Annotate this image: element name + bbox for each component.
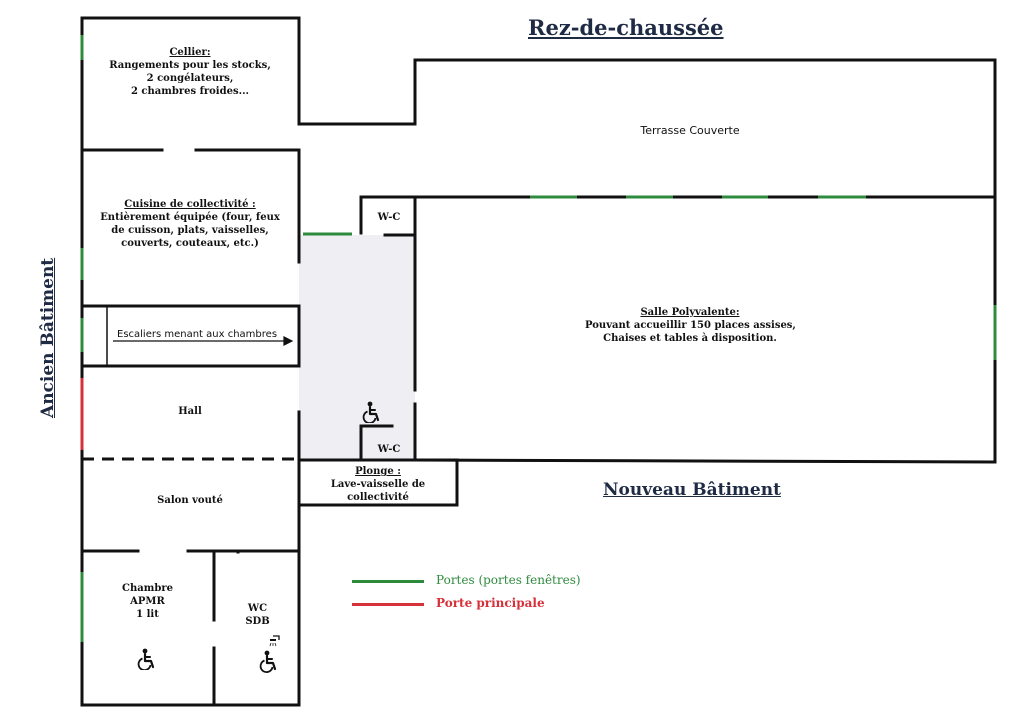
room-salon: Salon vouté — [157, 495, 223, 506]
room-desc: Chambre — [122, 583, 173, 594]
room-title: Cellier: — [169, 47, 211, 58]
room-wc-bottom: W-C — [377, 444, 401, 455]
new-building-label: Nouveau Bâtiment — [603, 480, 781, 500]
terrasse-wall — [297, 58, 997, 199]
room-salle: Salle Polyvalente: Pouvant accueillir 15… — [585, 306, 796, 345]
room-desc: collectivité — [347, 492, 409, 503]
room-title: Salle Polyvalente: — [640, 307, 740, 318]
room-terrasse: Terrasse Couverte — [640, 124, 740, 137]
wheelchair-shower-icon — [259, 635, 280, 673]
stairs-label: Escaliers menant aux chambres — [117, 329, 278, 340]
old-building-label: Ancien Bâtiment — [38, 257, 58, 418]
legend-main-door-swatch — [352, 603, 424, 606]
room-cuisine: Cuisine de collectivité : Entièrement éq… — [90, 198, 290, 250]
salle-wall — [359, 195, 997, 464]
room-desc: 1 lit — [136, 609, 159, 620]
room-plonge: Plonge : Lave-vaisselle de collectivité — [302, 465, 454, 504]
room-desc: Chaises et tables à disposition. — [603, 333, 777, 344]
room-hall: Hall — [178, 406, 202, 417]
legend-door-label: Portes (portes fenêtres) — [436, 573, 581, 587]
wheelchair-icon — [362, 401, 380, 423]
stair-arrow — [113, 336, 294, 346]
legend-main-door-label: Porte principale — [436, 596, 545, 610]
room-desc: 2 congélateurs, — [146, 73, 234, 84]
room-wc-sdb: WC SDB — [240, 602, 275, 628]
plonge-wall — [297, 458, 459, 507]
room-desc: Rangements pour les stocks, — [109, 60, 271, 71]
doors — [80, 35, 997, 642]
room-desc: Entièrement équipée (four, feux — [100, 212, 280, 223]
room-title: Plonge : — [355, 466, 401, 477]
room-desc: Lave-vaisselle de — [330, 479, 426, 490]
room-title: Cuisine de collectivité : — [124, 199, 256, 210]
room-desc: APMR — [130, 596, 165, 607]
room-desc: WC — [247, 603, 268, 614]
corridor-area — [299, 235, 415, 460]
legend-door-swatch — [352, 580, 424, 583]
room-chambre: Chambre APMR 1 lit — [115, 582, 180, 621]
page-title: Rez-de-chaussée — [528, 15, 724, 40]
room-wc-top: W-C — [377, 212, 401, 223]
room-desc: 2 chambres froides... — [130, 86, 250, 97]
walls — [80, 16, 997, 707]
room-desc: SDB — [245, 616, 270, 627]
room-desc: Pouvant accueillir 150 places assises, — [585, 320, 796, 331]
room-desc: de cuisson, plats, vaisselles, — [111, 225, 269, 236]
room-cellier: Cellier: Rangements pour les stocks, 2 c… — [100, 46, 280, 98]
wheelchair-icon — [137, 648, 155, 670]
room-desc: couverts, couteaux, etc.) — [121, 238, 259, 249]
